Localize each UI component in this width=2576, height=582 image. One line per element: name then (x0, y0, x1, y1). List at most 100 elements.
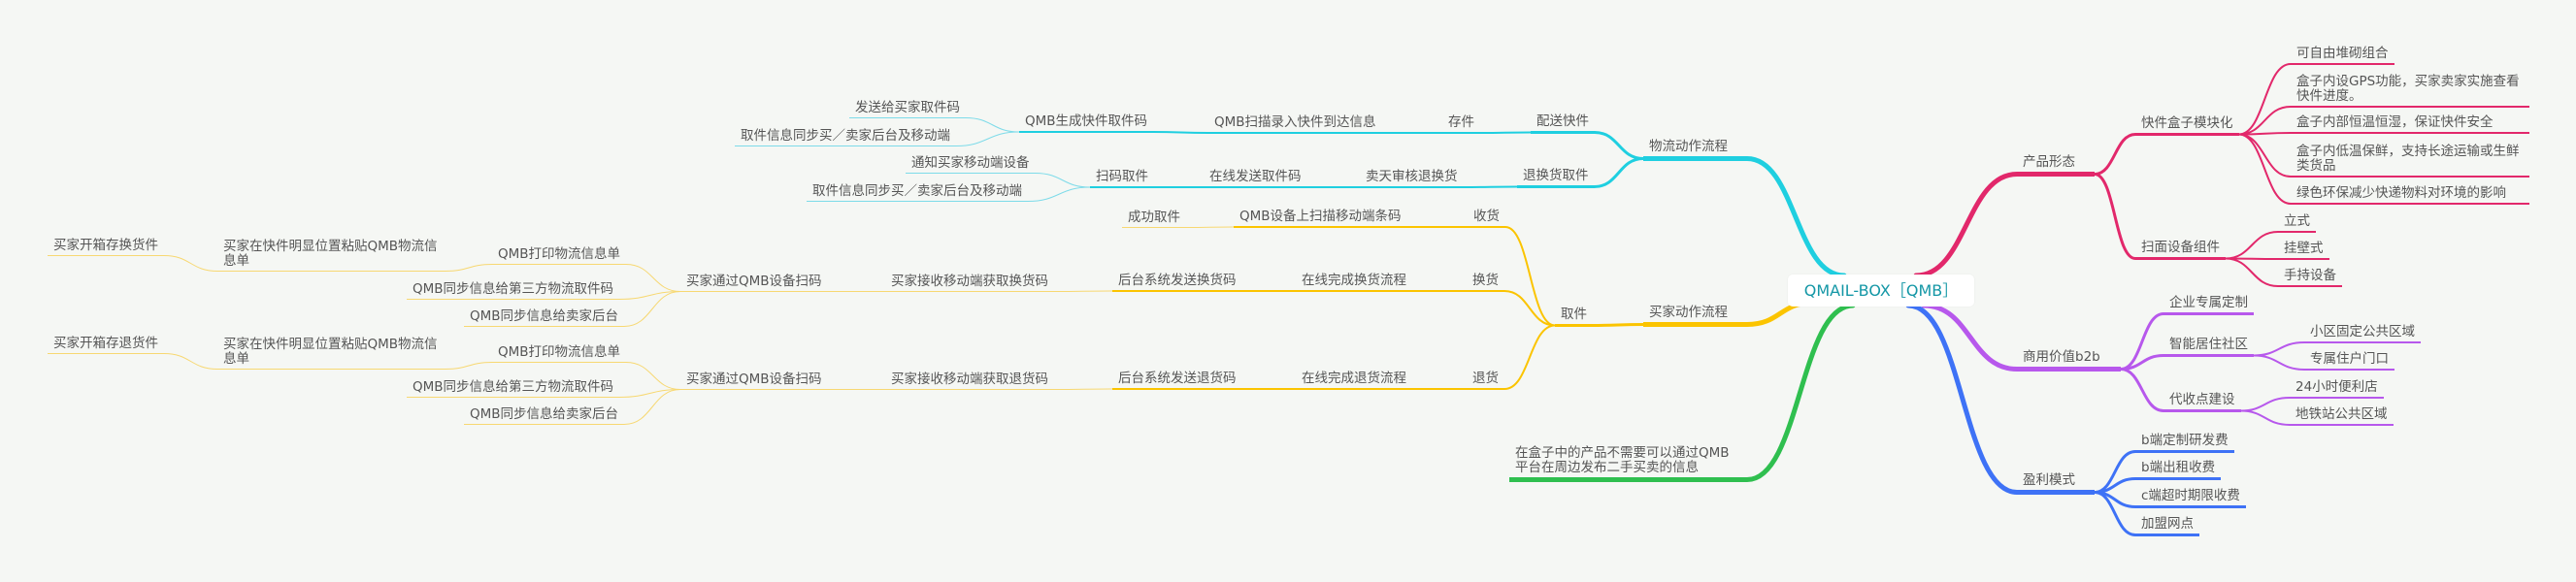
connector-ps (1593, 131, 1645, 160)
connector-hh3 (1053, 290, 1113, 292)
connector-th7 (163, 353, 218, 370)
topic-scan-arrival[interactable]: QMB扫描录入快件到达信息 (1208, 115, 1382, 134)
topic-public-area[interactable]: 小区固定公共区域 (2304, 325, 2421, 343)
topic-pickup-success[interactable]: 成功取件 (1122, 210, 1186, 228)
topic-standing[interactable]: 立式 (2278, 214, 2316, 233)
topic-delivery[interactable]: 配送快件 (1531, 114, 1595, 134)
connector-sb1 (2225, 257, 2279, 260)
connector-qj (1591, 323, 1645, 327)
topic-rd-fee[interactable]: b端定制研发费 (2135, 434, 2234, 453)
topic-return-backend-code[interactable]: 后台系统发送退货码 (1112, 372, 1242, 390)
connector-sc (1152, 131, 1209, 134)
topic-product-form[interactable]: 产品形态 (2017, 155, 2095, 177)
connector-tb2 (1027, 186, 1091, 202)
topic-sync-third-party[interactable]: QMB同步信息给第三方物流取件码 (407, 282, 620, 300)
topic-store[interactable]: 存件 (1442, 115, 1480, 134)
connector-hh (1503, 290, 1556, 327)
connector-tb1 (955, 131, 1020, 146)
topic-enterprise-custom[interactable]: 企业专属定制 (2163, 296, 2254, 315)
connector-yl (1905, 303, 2020, 495)
topic-exchange-scan[interactable]: 买家通过QMB设备扫码 (680, 275, 828, 292)
topic-open-box[interactable]: 买家开箱存退货件 (48, 337, 164, 354)
topic-return[interactable]: 退货 (1467, 372, 1504, 390)
central-topic[interactable]: QMAIL-BOX［QMB］ (1788, 275, 1974, 307)
topic-secondhand-note[interactable]: 在盒子中的产品不需要可以通过QMB平台在周边发布二手买卖的信息 (1509, 446, 1747, 482)
topic-notify-buyer[interactable]: 通知买家移动端设备 (906, 156, 1036, 174)
topic-resident-door[interactable]: 专属住户门口 (2304, 352, 2394, 371)
topic-receive[interactable]: 收货 (1468, 210, 1505, 228)
topic-buyer-flow[interactable]: 买家动作流程 (1643, 306, 1747, 327)
topic-return-scan[interactable]: 买家通过QMB设备扫码 (680, 372, 828, 390)
connector-cg (1185, 226, 1235, 228)
topic-open-box[interactable]: 买家开箱存换货件 (48, 239, 164, 256)
connector-yl2 (2093, 491, 2137, 508)
topic-scanner-components[interactable]: 扫面设备组件 (2135, 241, 2226, 260)
connector-th3 (1053, 388, 1113, 390)
topic-overtime-fee[interactable]: c端超时期限收费 (2135, 489, 2246, 508)
topic-scan-barcode[interactable]: QMB设备上扫描移动端条码 (1234, 210, 1407, 228)
topic-sync-seller[interactable]: QMB同步信息给卖家后台 (464, 309, 625, 327)
topic-commercial-value[interactable]: 商用价值b2b (2017, 350, 2121, 372)
topic-logistics-flow[interactable]: 物流动作流程 (1643, 140, 1747, 161)
topic-print-label[interactable]: QMB打印物流信息单 (492, 345, 627, 363)
topic-convenience-store[interactable]: 24小时便利店 (2290, 380, 2384, 399)
topic-gps[interactable]: 盒子内设GPS功能，买家卖家实施查看快件进度。 (2291, 75, 2529, 108)
topic-send-code-online[interactable]: 在线发送取件码 (1204, 170, 1307, 188)
connector-mk1 (2237, 106, 2292, 136)
topic-sync-info[interactable]: 取件信息同步买／卖家后台及移动端 (735, 129, 956, 146)
topic-review-return[interactable]: 卖天审核退换货 (1360, 170, 1464, 188)
connector-yl0 (2093, 450, 2137, 494)
connector-hh5 (625, 264, 681, 292)
topic-sync-info[interactable]: 取件信息同步买／卖家后台及移动端 (807, 184, 1028, 202)
connector-mk4 (2237, 133, 2292, 205)
connector-mk (2093, 133, 2137, 176)
topic-sync-seller[interactable]: QMB同步信息给卖家后台 (464, 407, 625, 425)
connector-th9 (623, 389, 681, 425)
connector-tz (1035, 173, 1091, 188)
topic-stackable[interactable]: 可自由堆砌组合 (2291, 47, 2394, 65)
connector-zn0 (2253, 341, 2305, 357)
connector-hh7 (163, 255, 218, 272)
topic-paste-label[interactable]: 买家在快件明显位置粘贴QMB物流信息单 (217, 338, 446, 370)
topic-franchise[interactable]: 加盟网点 (2135, 517, 2199, 536)
topic-subway-station[interactable]: 地铁站公共区域 (2290, 407, 2394, 426)
connector-mk0 (2237, 63, 2292, 136)
topic-eco-friendly[interactable]: 绿色环保减少快递物料对环境的影响 (2291, 186, 2529, 205)
connector-th5 (625, 362, 681, 390)
topic-pickup[interactable]: 取件 (1555, 307, 1593, 327)
topic-generate-code[interactable]: QMB生成快件取件码 (1019, 114, 1154, 133)
topic-paste-label[interactable]: 买家在快件明显位置粘贴QMB物流信息单 (217, 240, 446, 272)
topic-constant-temp[interactable]: 盒子内部恒温恒湿，保证快件安全 (2291, 115, 2529, 134)
connector-th6 (445, 362, 493, 370)
topic-scan-pickup[interactable]: 扫码取件 (1090, 170, 1154, 188)
topic-return-receive-code[interactable]: 买家接收移动端获取退货码 (885, 372, 1054, 390)
topic-return-online[interactable]: 在线完成退货流程 (1296, 372, 1412, 390)
topic-collection-points[interactable]: 代收点建设 (2163, 393, 2241, 412)
connector-sh (1504, 226, 1556, 327)
topic-cold-storage[interactable]: 盒子内低温保鲜，支持长途运输或生鲜类货品 (2291, 145, 2529, 178)
topic-exchange-online[interactable]: 在线完成换货流程 (1296, 274, 1412, 292)
topic-modular-box[interactable]: 快件盒子模块化 (2135, 116, 2239, 136)
topic-sync-third-party[interactable]: QMB同步信息给第三方物流取件码 (407, 380, 620, 398)
connector-qy (2119, 312, 2165, 371)
topic-exchange-receive-code[interactable]: 买家接收移动端获取换货码 (885, 275, 1054, 292)
topic-print-label[interactable]: QMB打印物流信息单 (492, 247, 627, 265)
connector-hh9 (623, 291, 681, 327)
connector-hh8 (618, 291, 681, 300)
connector-ds0 (2239, 397, 2291, 412)
connector-sb2 (2225, 257, 2279, 287)
topic-profit-model[interactable]: 盈利模式 (2017, 473, 2095, 495)
topic-rental-fee[interactable]: b端出租收费 (2135, 461, 2222, 480)
connector-gn (1744, 303, 1856, 482)
connector-yl1 (2093, 477, 2137, 494)
topic-smart-community[interactable]: 智能居住社区 (2163, 338, 2254, 357)
connector-sb0 (2225, 231, 2279, 260)
topic-exchange-backend-code[interactable]: 后台系统发送换货码 (1112, 274, 1242, 292)
topic-send-code[interactable]: 发送给买家取件码 (849, 101, 966, 118)
connector-ds1 (2239, 409, 2291, 426)
topic-wall-mounted[interactable]: 挂壁式 (2278, 242, 2329, 260)
connector-th8 (618, 389, 681, 398)
topic-handheld[interactable]: 手持设备 (2278, 269, 2342, 287)
topic-exchange[interactable]: 换货 (1467, 274, 1504, 292)
topic-return-pickup[interactable]: 退换货取件 (1517, 169, 1595, 188)
